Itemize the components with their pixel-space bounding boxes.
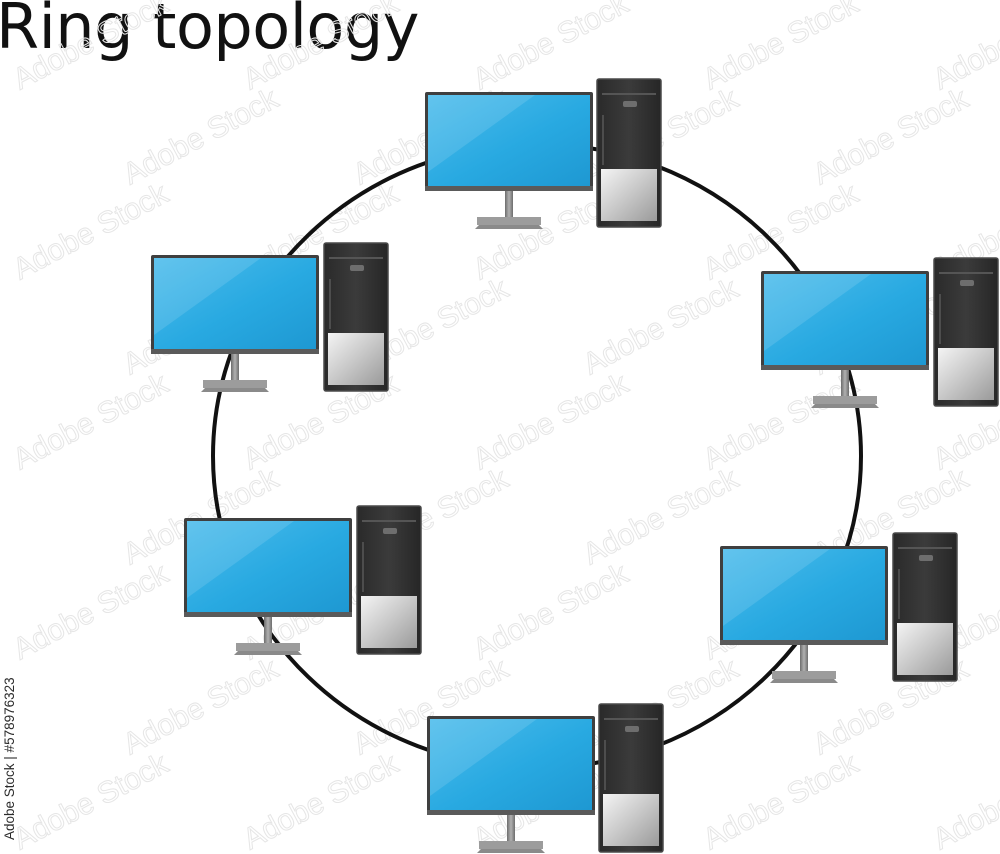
- watermark-text: Adobe Stock: [698, 367, 865, 476]
- monitor-icon: [184, 518, 352, 617]
- monitor-icon: [427, 716, 595, 815]
- monitor-stand-icon: [811, 370, 879, 408]
- watermark-text: Adobe Stock: [468, 367, 635, 476]
- monitor-stand-icon: [477, 815, 545, 853]
- pc-tower-icon: [356, 505, 422, 655]
- monitor-icon: [761, 271, 929, 370]
- watermark-text: Adobe Stock: [8, 747, 175, 854]
- pc-tower-icon: [933, 257, 999, 407]
- desktop-computer-icon: [761, 257, 999, 408]
- watermark-text: Adobe Stock: [8, 557, 175, 666]
- watermark-text: Adobe Stock: [118, 82, 285, 191]
- monitor-stand-icon: [201, 354, 269, 392]
- desktop-computer-icon: [184, 505, 422, 655]
- watermark-text: Adobe Stock: [8, 0, 175, 96]
- monitor-icon: [151, 255, 319, 354]
- desktop-computer-icon: [720, 532, 958, 683]
- watermark-text: Adobe Stock: [118, 652, 285, 761]
- watermark-text: Adobe Stock: [578, 272, 745, 381]
- diagram-title: Ring topology: [0, 0, 419, 63]
- desktop-computer-icon: [151, 242, 389, 392]
- watermark-text: Adobe Stock: [698, 0, 865, 96]
- monitor-stand-icon: [475, 191, 543, 229]
- watermark-text: Adobe Stock: [808, 82, 975, 191]
- monitor-stand-icon: [234, 617, 302, 655]
- watermark-text: Adobe Stock: [928, 0, 1000, 96]
- watermark-text: Adobe Stock: [238, 0, 405, 96]
- pc-tower-icon: [892, 532, 958, 682]
- stock-id-label: Adobe Stock | #578976323: [2, 677, 17, 840]
- watermark-text: Adobe Stock: [578, 462, 745, 571]
- watermark-text: Adobe Stock: [8, 367, 175, 476]
- watermark-text: Adobe Stock: [928, 747, 1000, 854]
- watermark-text: Adobe Stock: [698, 177, 865, 286]
- watermark-text: Adobe Stock: [698, 747, 865, 854]
- pc-tower-icon: [323, 242, 389, 392]
- desktop-computer-icon: [427, 703, 664, 853]
- desktop-computer-icon: [425, 78, 662, 229]
- watermark-text: Adobe Stock: [238, 747, 405, 854]
- monitor-icon: [720, 546, 888, 645]
- pc-tower-icon: [596, 78, 662, 228]
- pc-tower-icon: [598, 703, 664, 853]
- watermark-text: Adobe Stock: [8, 177, 175, 286]
- watermark-text: Adobe Stock: [468, 557, 635, 666]
- monitor-icon: [425, 92, 593, 191]
- monitor-stand-icon: [770, 645, 838, 683]
